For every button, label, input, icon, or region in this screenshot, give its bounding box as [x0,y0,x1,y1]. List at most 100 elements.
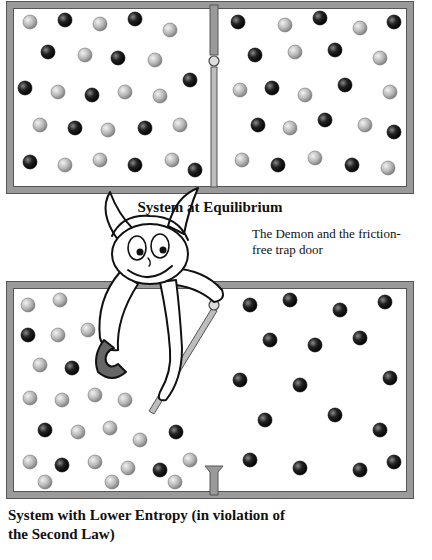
gas-molecule [71,425,85,439]
demon-pupil [137,249,144,256]
gas-molecule [278,18,292,32]
gas-molecule [121,461,135,475]
gas-molecule [81,323,95,337]
gas-molecule [168,475,182,489]
gas-molecule [23,455,37,469]
gas-molecule [163,23,177,37]
gas-molecule [183,73,197,87]
gas-molecule [101,123,115,137]
gas-molecule [283,121,297,135]
gas-molecule [85,88,99,102]
gas-molecule [233,83,247,97]
callout-note: The Demon and the friction-free trap doo… [252,226,402,259]
gas-molecule [68,121,82,135]
gas-molecule [58,13,72,27]
gas-molecule [105,475,119,489]
gas-molecule [138,121,152,135]
bottom-container [7,282,414,499]
gas-molecule [328,43,342,57]
gas-molecule [38,423,52,437]
gas-molecule [23,155,37,169]
gas-molecule [153,463,167,477]
gas-molecule [128,158,142,172]
gas-molecule [353,331,367,345]
gas-molecule [271,158,285,172]
gas-molecule [345,158,359,172]
door-hinge [209,56,219,66]
demon-arm [99,272,138,350]
demon-eye [128,236,146,260]
gas-molecule [33,118,47,132]
gas-molecule [169,425,183,439]
gas-molecule [111,51,125,65]
gas-molecule [338,78,352,92]
gas-molecule [18,81,32,95]
gas-molecule [38,475,52,489]
gas-molecule [251,118,265,132]
gas-molecule [358,118,372,132]
gas-molecule [55,393,69,407]
gas-molecule [51,85,65,99]
container-outline [14,289,407,492]
horseshoe-magnet [96,340,126,378]
demon-grin [128,266,172,277]
gas-molecule [265,81,279,95]
container-wall [10,285,410,495]
gas-molecule [33,358,47,372]
gas-molecule [233,373,247,387]
gas-molecule [118,393,132,407]
molecule-group [21,293,401,489]
gas-molecule [53,293,67,307]
gas-molecule [353,21,367,35]
gas-molecule [231,15,245,29]
gas-molecule [373,51,387,65]
gas-molecule [23,391,37,405]
gas-molecule [378,295,392,309]
gas-molecule [88,388,102,402]
gas-molecule [258,413,272,427]
gas-molecule [173,118,187,132]
gas-molecule [65,361,79,375]
gas-molecule [93,153,107,167]
gas-molecule [263,333,277,347]
top-container [7,2,414,194]
gas-molecule [383,85,397,99]
demon-eye [151,234,169,258]
gas-molecule [58,158,72,172]
gas-molecule [88,455,102,469]
molecule-group [169,425,183,439]
gas-molecule [128,12,142,26]
gas-molecule [243,298,257,312]
gas-molecule [387,125,401,139]
gas-molecule [333,303,347,317]
container-wall [10,5,410,190]
gas-molecule [118,85,132,99]
gas-molecule [51,328,65,342]
gas-molecule [308,151,322,165]
gas-molecule [381,161,395,175]
gas-molecule [293,461,307,475]
gas-molecule [235,153,249,167]
gas-molecule [21,298,35,312]
gas-molecule [328,408,342,422]
gas-molecule [21,328,35,342]
container-outline [7,282,414,499]
gas-molecule [298,88,312,102]
gas-molecule [165,153,179,167]
gas-molecule [293,378,307,392]
partition-wall [210,5,218,55]
demon-pupil [160,247,167,254]
gas-molecule [288,45,302,59]
gas-molecule [308,338,322,352]
gas-molecule [313,11,327,25]
molecule-group [18,11,401,177]
gas-molecule [387,15,401,29]
demon-head [112,224,188,284]
gas-molecule [153,89,167,103]
gas-molecule [318,113,332,127]
panel-caption: System with Lower Entropy (in violation … [8,506,308,544]
gas-molecule [243,453,257,467]
demon-figure [96,188,223,400]
